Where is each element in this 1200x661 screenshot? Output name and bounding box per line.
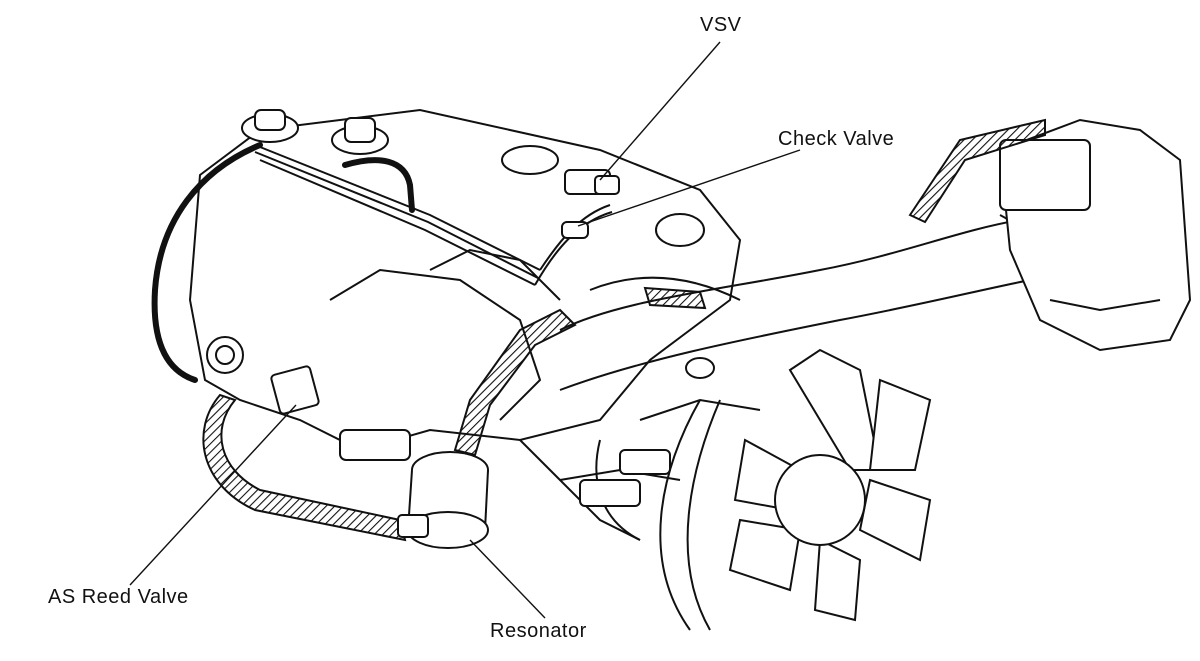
leader-lines bbox=[129, 41, 801, 619]
hose-segment-hatched bbox=[643, 286, 707, 310]
check-valve bbox=[561, 221, 589, 239]
vacuum-hose-left bbox=[151, 142, 263, 383]
fan-belt bbox=[595, 399, 721, 631]
leader-as-reed-valve bbox=[129, 404, 297, 586]
intake-duct bbox=[559, 214, 1035, 391]
resonator-hose-upper bbox=[453, 308, 577, 457]
air-hose-upper bbox=[908, 118, 1046, 224]
as-reed-valve bbox=[206, 336, 320, 415]
label-vsv: VSV bbox=[700, 14, 742, 36]
label-check-valve: Check Valve bbox=[778, 128, 895, 150]
label-as-reed-valve: AS Reed Valve bbox=[48, 586, 189, 608]
resonator-hose-lower bbox=[202, 393, 407, 542]
valve-cover-caps bbox=[241, 109, 705, 247]
air-cleaner bbox=[998, 118, 1192, 352]
cooling-fan bbox=[728, 348, 932, 622]
leader-vsv bbox=[599, 41, 721, 181]
air-pipes bbox=[254, 144, 613, 286]
vacuum-hose-top bbox=[342, 157, 415, 213]
leader-resonator bbox=[469, 539, 546, 619]
resonator bbox=[397, 451, 489, 549]
lower-engine-parts bbox=[339, 357, 715, 507]
vsv-valve bbox=[564, 169, 620, 195]
check-valve-hose bbox=[589, 276, 741, 301]
leader-check-valve bbox=[577, 149, 801, 227]
label-resonator: Resonator bbox=[490, 620, 587, 642]
